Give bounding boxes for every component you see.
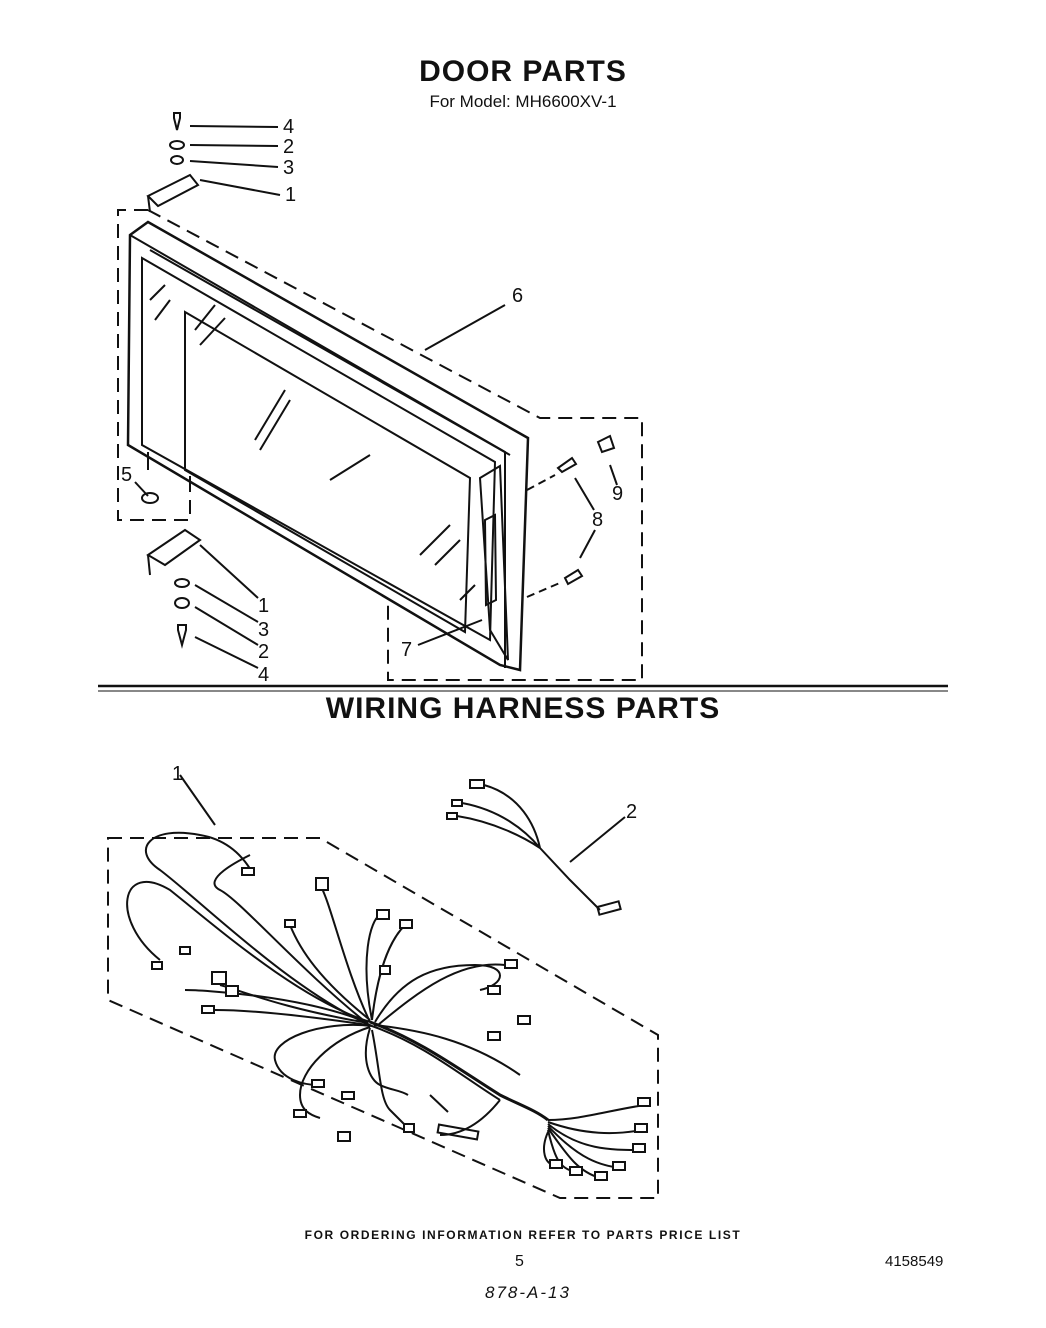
harness-terminals [151,867,651,1181]
hinge-spacer-top [170,155,184,165]
door-handle [483,513,498,607]
latch-nut [596,434,616,454]
callout-door: 6 [512,285,523,307]
callout-bottom-hinge-2: 2 [258,641,269,663]
hinge-plate-bottom [146,528,202,576]
hinge-plate-top [146,173,200,213]
door-assembly-boundary-right [147,209,643,681]
handwritten-code: 878-A-13 [485,1283,571,1302]
hinge-screw-top [173,112,181,131]
callout-bottom-hinge-4: 4 [258,664,269,686]
callout-top-hinge-4: 4 [283,116,294,138]
callout-top-hinge-3: 3 [283,157,294,179]
door-parts-diagram: 4 2 3 1 6 9 8 5 1 3 2 4 7 [98,112,948,692]
ordering-info: FOR ORDERING INFORMATION REFER TO PARTS … [304,1228,742,1242]
callout-handle: 7 [401,639,412,661]
callout-top-hinge-2: 2 [283,136,294,158]
callout-latch-nut: 9 [612,483,623,505]
wiring-harness-title: WIRING HARNESS PARTS [325,692,721,725]
main-harness [126,831,646,1179]
callout-bottom-hinge-1: 1 [258,595,269,617]
door-assembly-boundary [117,209,191,521]
door-bumper [141,492,159,504]
door-parts-title: DOOR PARTS [419,55,627,88]
wiring-harness-diagram: 1 2 [107,763,659,1199]
harness-boundary [107,837,659,1199]
latch-screws [556,456,584,586]
sub-harness [446,779,622,916]
document-number: 4158549 [885,1253,944,1270]
hinge-washer-top [169,140,185,150]
callout-bumper: 5 [121,464,132,486]
door-window [184,310,472,634]
callout-sub-harness: 2 [626,801,637,823]
callout-bottom-hinge-3: 3 [258,619,269,641]
door-panel [126,220,530,672]
callout-top-hinge-1: 1 [285,184,296,206]
callout-latch-screws: 8 [592,509,603,531]
bottom-hinge-assembly [146,528,202,649]
page-number: 5 [515,1253,524,1270]
model-line: For Model: MH6600XV-1 [429,92,617,111]
callout-main-harness: 1 [172,763,183,785]
top-hinge-assembly [146,112,200,213]
